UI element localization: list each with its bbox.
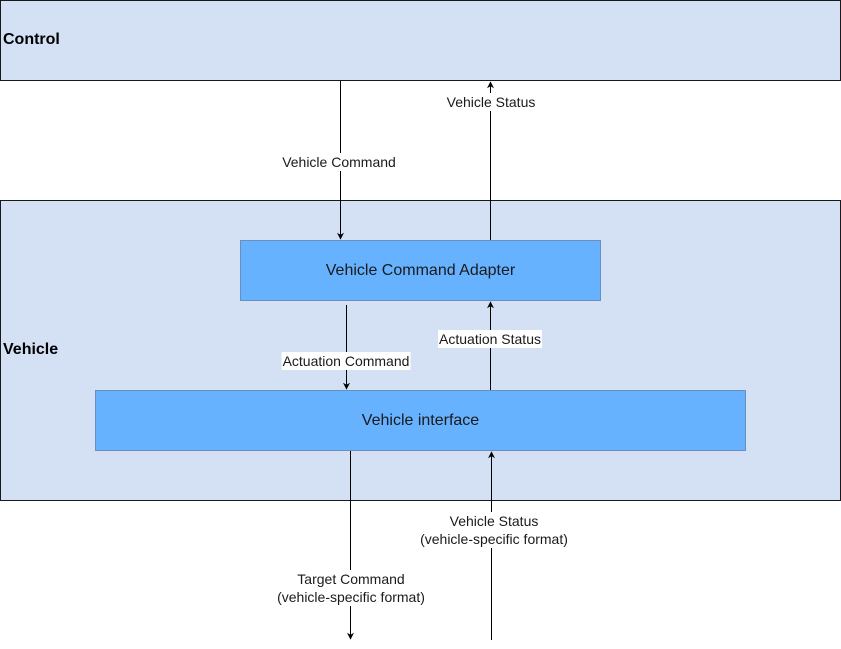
target-command-line2: (vehicle-specific format) — [276, 588, 426, 606]
vehicle-command-label: Vehicle Command — [281, 153, 397, 171]
actuation-command-label: Actuation Command — [281, 352, 411, 370]
vehicle-command-adapter-label: Vehicle Command Adapter — [325, 261, 516, 279]
vehicle-interface-block: Vehicle interface — [95, 390, 746, 451]
vehicle-status-label: Vehicle Status — [445, 93, 537, 111]
control-layer: Control — [0, 0, 841, 81]
actuation-status-label: Actuation Status — [438, 330, 542, 348]
vehicle-interface-label: Vehicle interface — [361, 411, 480, 429]
vehicle-command-adapter-block: Vehicle Command Adapter — [240, 240, 601, 301]
target-command-label: Target Command (vehicle-specific format) — [276, 570, 426, 606]
vehicle-status-raw-line1: Vehicle Status — [419, 512, 569, 530]
vehicle-status-raw-line2: (vehicle-specific format) — [419, 530, 569, 548]
target-command-line1: Target Command — [276, 570, 426, 588]
vehicle-layer-title: Vehicle — [3, 341, 59, 358]
control-layer-title: Control — [3, 31, 60, 48]
vehicle-status-raw-label: Vehicle Status (vehicle-specific format) — [419, 512, 569, 548]
